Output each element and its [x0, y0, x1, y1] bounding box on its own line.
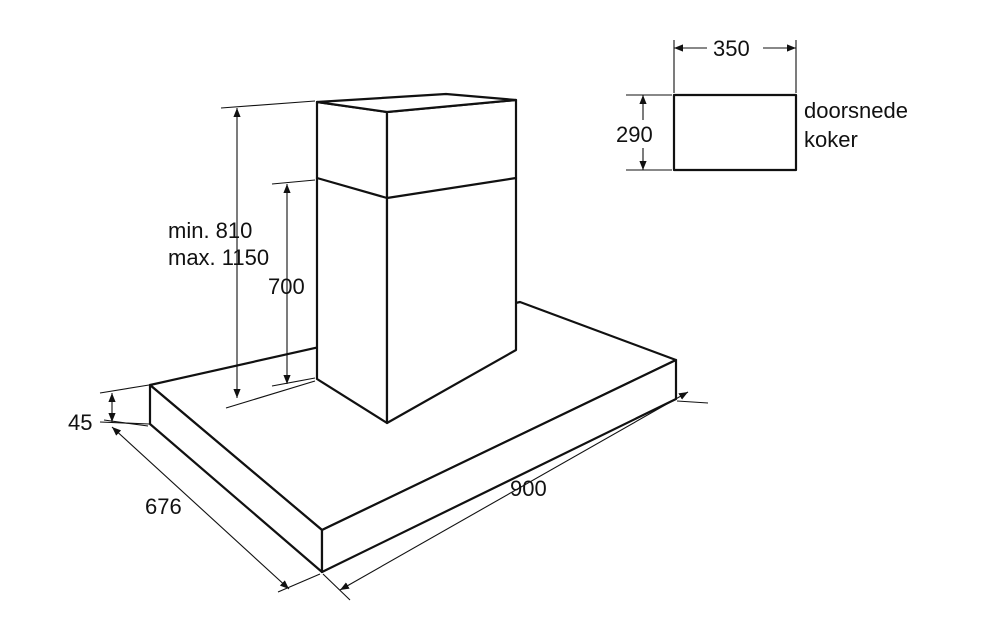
- extension-line-width-left: [322, 573, 351, 601]
- dimension-line-900: [339, 391, 689, 591]
- labels: min. 810 max. 1150 700 45 676 900 350 29…: [68, 36, 908, 519]
- extension-line-bottom: [225, 380, 316, 409]
- extension-line-lower: [271, 377, 316, 387]
- extension-line-depth-right: [277, 573, 321, 593]
- cross-section-rectangle: [672, 93, 798, 172]
- extension-line-thick-top: [99, 384, 150, 394]
- legend-line-1: doorsnede: [804, 98, 908, 123]
- chimney-duct: [315, 92, 518, 425]
- extension-line-upper: [271, 179, 316, 185]
- label-upper-duct: 700: [268, 274, 305, 299]
- duct-joint-side: [385, 176, 518, 200]
- dimension-upper-duct: [271, 179, 316, 387]
- label-canopy-width: 900: [510, 476, 547, 501]
- duct-front-face: [315, 100, 389, 425]
- extension-line-depth-left: [103, 419, 149, 427]
- duct-joint-front: [315, 176, 389, 200]
- dimension-line-676: [111, 426, 290, 590]
- label-chimney-max: max. 1150: [168, 245, 269, 270]
- dimension-chimney-height: [220, 100, 316, 409]
- dimension-canopy-depth: [103, 419, 321, 593]
- extension-line-top: [220, 100, 316, 109]
- legend-line-2: koker: [804, 127, 858, 152]
- label-duct-width: 350: [713, 36, 750, 61]
- duct-top-face: [315, 92, 518, 114]
- label-canopy-thickness: 45: [68, 410, 92, 435]
- label-duct-depth: 290: [616, 122, 653, 147]
- extension-line-width-right: [676, 400, 709, 404]
- dimension-canopy-width: [322, 391, 709, 601]
- label-chimney-min: min. 810: [168, 218, 252, 243]
- label-canopy-depth: 676: [145, 494, 182, 519]
- dimension-canopy-thickness: [99, 384, 150, 425]
- duct-cross-section: [626, 40, 798, 172]
